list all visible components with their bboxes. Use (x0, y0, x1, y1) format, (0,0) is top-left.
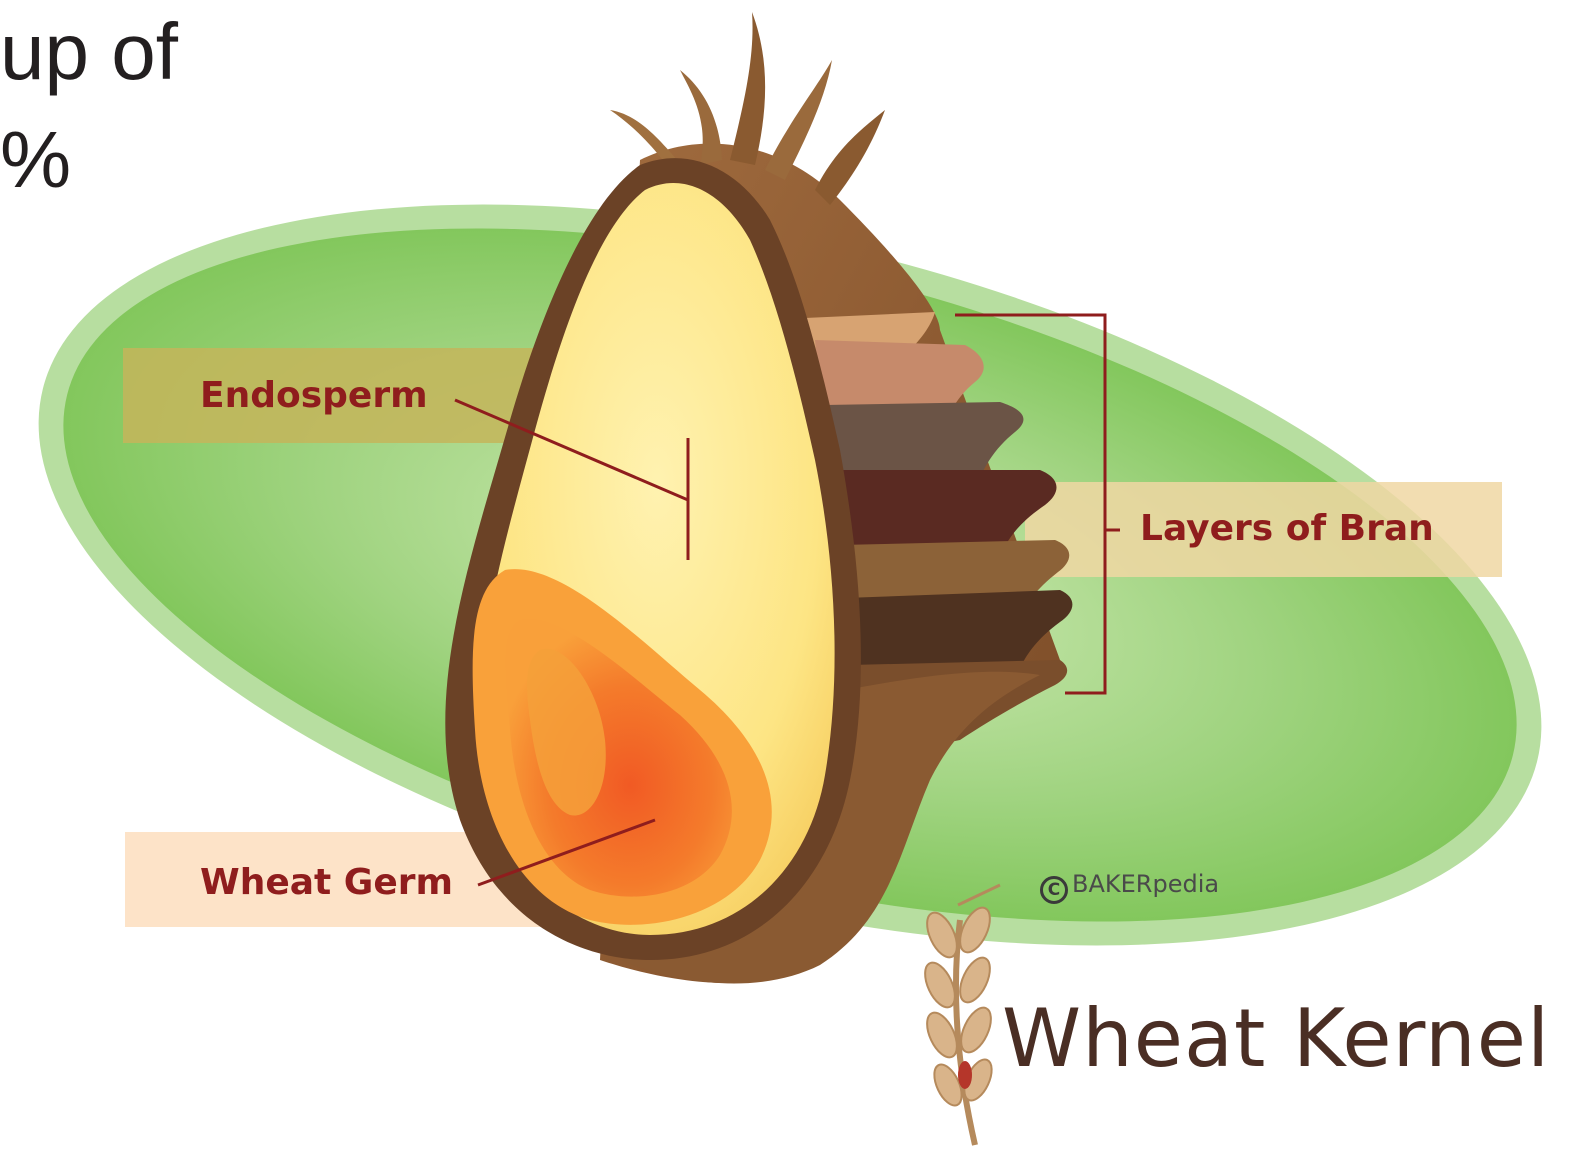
credit-text: BAKERpedia (1072, 870, 1219, 898)
diagram-title: Wheat Kernel (1002, 992, 1550, 1085)
wheat-stalk-icon (919, 885, 1000, 1145)
germ-label: Wheat Germ (200, 862, 453, 903)
copyright-icon: C (1040, 876, 1068, 904)
bran-label: Layers of Bran (1140, 508, 1434, 549)
endosperm-label: Endosperm (200, 375, 428, 416)
